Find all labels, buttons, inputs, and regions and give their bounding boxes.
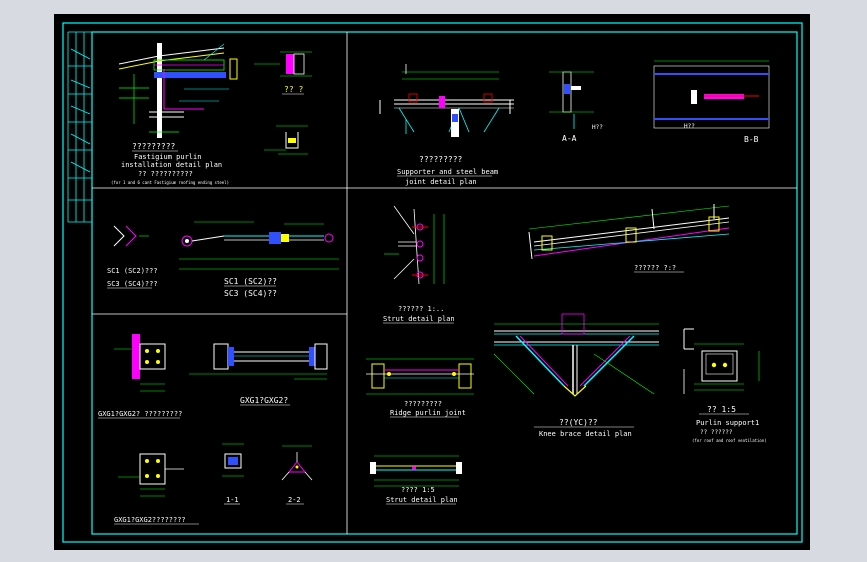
label-h-aa: H?? <box>592 124 603 131</box>
ridge-purlin-joint: ????????? Ridge purlin joint <box>366 358 474 418</box>
strut-title-en: Strut detail plan <box>383 315 455 323</box>
ridge-title-en: Ridge purlin joint <box>390 409 466 417</box>
title-strip <box>67 31 93 223</box>
knee-brace-detail: ??(YC)?? Knee brace detail plan <box>493 313 694 438</box>
purlin-installation-detail: ?? ? ????????? Fastigium purlin installa… <box>111 43 312 185</box>
strut-bottom-detail: ???? 1:5 Strut detail plan <box>370 455 462 505</box>
support-note: (for roof and roof ventilation) <box>692 438 767 443</box>
purlin-support-detail: ?? 1:5 Purlin support1 ?? ?????? (for ro… <box>683 343 767 443</box>
panel-dividers <box>92 32 797 534</box>
slope-detail: ?????? ?:? <box>528 204 730 273</box>
sc-label-2: SC3 (SC4)??? <box>107 280 158 288</box>
strut-bottom-title-en: Strut detail plan <box>386 496 458 504</box>
strut-detail: ?????? 1:.. Strut detail plan <box>383 205 455 324</box>
knee-title-cn: ??(YC)?? <box>559 418 598 427</box>
sc-detail: SC1 (SC2)??? SC3 (SC4)??? SC1 (SC2)?? SC… <box>107 221 339 298</box>
supporter-title-en-1: Supporter and steel beam <box>397 168 498 176</box>
support-title-cn-2: ?? ?????? <box>700 429 733 436</box>
gxg-label-3: GXG1?GXG2???????? <box>114 516 186 524</box>
section-aa-label: A-A <box>562 134 577 143</box>
purlin-note: (for 1 and 6 cant Fastigium roofing endi… <box>111 180 229 185</box>
slope-label: ?????? ?:? <box>634 264 676 272</box>
drawing-sheet: ?? ? ????????? Fastigium purlin installa… <box>62 22 803 543</box>
sc-label-4: SC3 (SC4)?? <box>224 289 277 298</box>
strut-title-cn: ?????? 1:.. <box>398 305 444 313</box>
purlin-title-en-2: installation detail plan <box>121 161 222 169</box>
knee-title-en: Knee brace detail plan <box>539 430 632 438</box>
section-11-label: 1-1 <box>226 496 239 504</box>
support-title-cn: ?? 1:5 <box>707 405 736 414</box>
inner-border <box>91 31 798 535</box>
purlin-title-cn: ????????? <box>132 142 176 151</box>
section-22-label: 2-2 <box>288 496 301 504</box>
sc-label-3: SC1 (SC2)?? <box>224 277 277 286</box>
ridge-title-cn: ????????? <box>404 400 442 408</box>
gxg-detail: GXG1?GXG2? ????????? GXG1?GXG2? GXG1?GXG… <box>98 334 328 525</box>
cad-viewport[interactable]: ?? ? ????????? Fastigium purlin installa… <box>54 14 810 550</box>
purlin-title-en-1: Fastigium purlin <box>134 153 201 161</box>
supporter-title-cn: ????????? <box>419 155 463 164</box>
section-bb-label: B-B <box>744 135 759 144</box>
supporter-beam-detail: A-A H?? B-B H?? ????????? Supporter and … <box>379 60 770 186</box>
sc-label-1: SC1 (SC2)??? <box>107 267 158 275</box>
support-title-en: Purlin support1 <box>696 419 759 427</box>
section-c-label: ?? ? <box>284 85 303 94</box>
strut-bottom-title-cn: ???? 1:5 <box>401 486 435 494</box>
supporter-title-en-2: joint detail plan <box>405 178 477 186</box>
gxg-label-1: GXG1?GXG2? ????????? <box>98 410 182 418</box>
outer-border <box>62 22 803 543</box>
purlin-title-cn-2: ?? ?????????? <box>138 170 193 178</box>
gxg-label-2: GXG1?GXG2? <box>240 396 288 405</box>
label-h-bb: H?? <box>684 123 695 130</box>
